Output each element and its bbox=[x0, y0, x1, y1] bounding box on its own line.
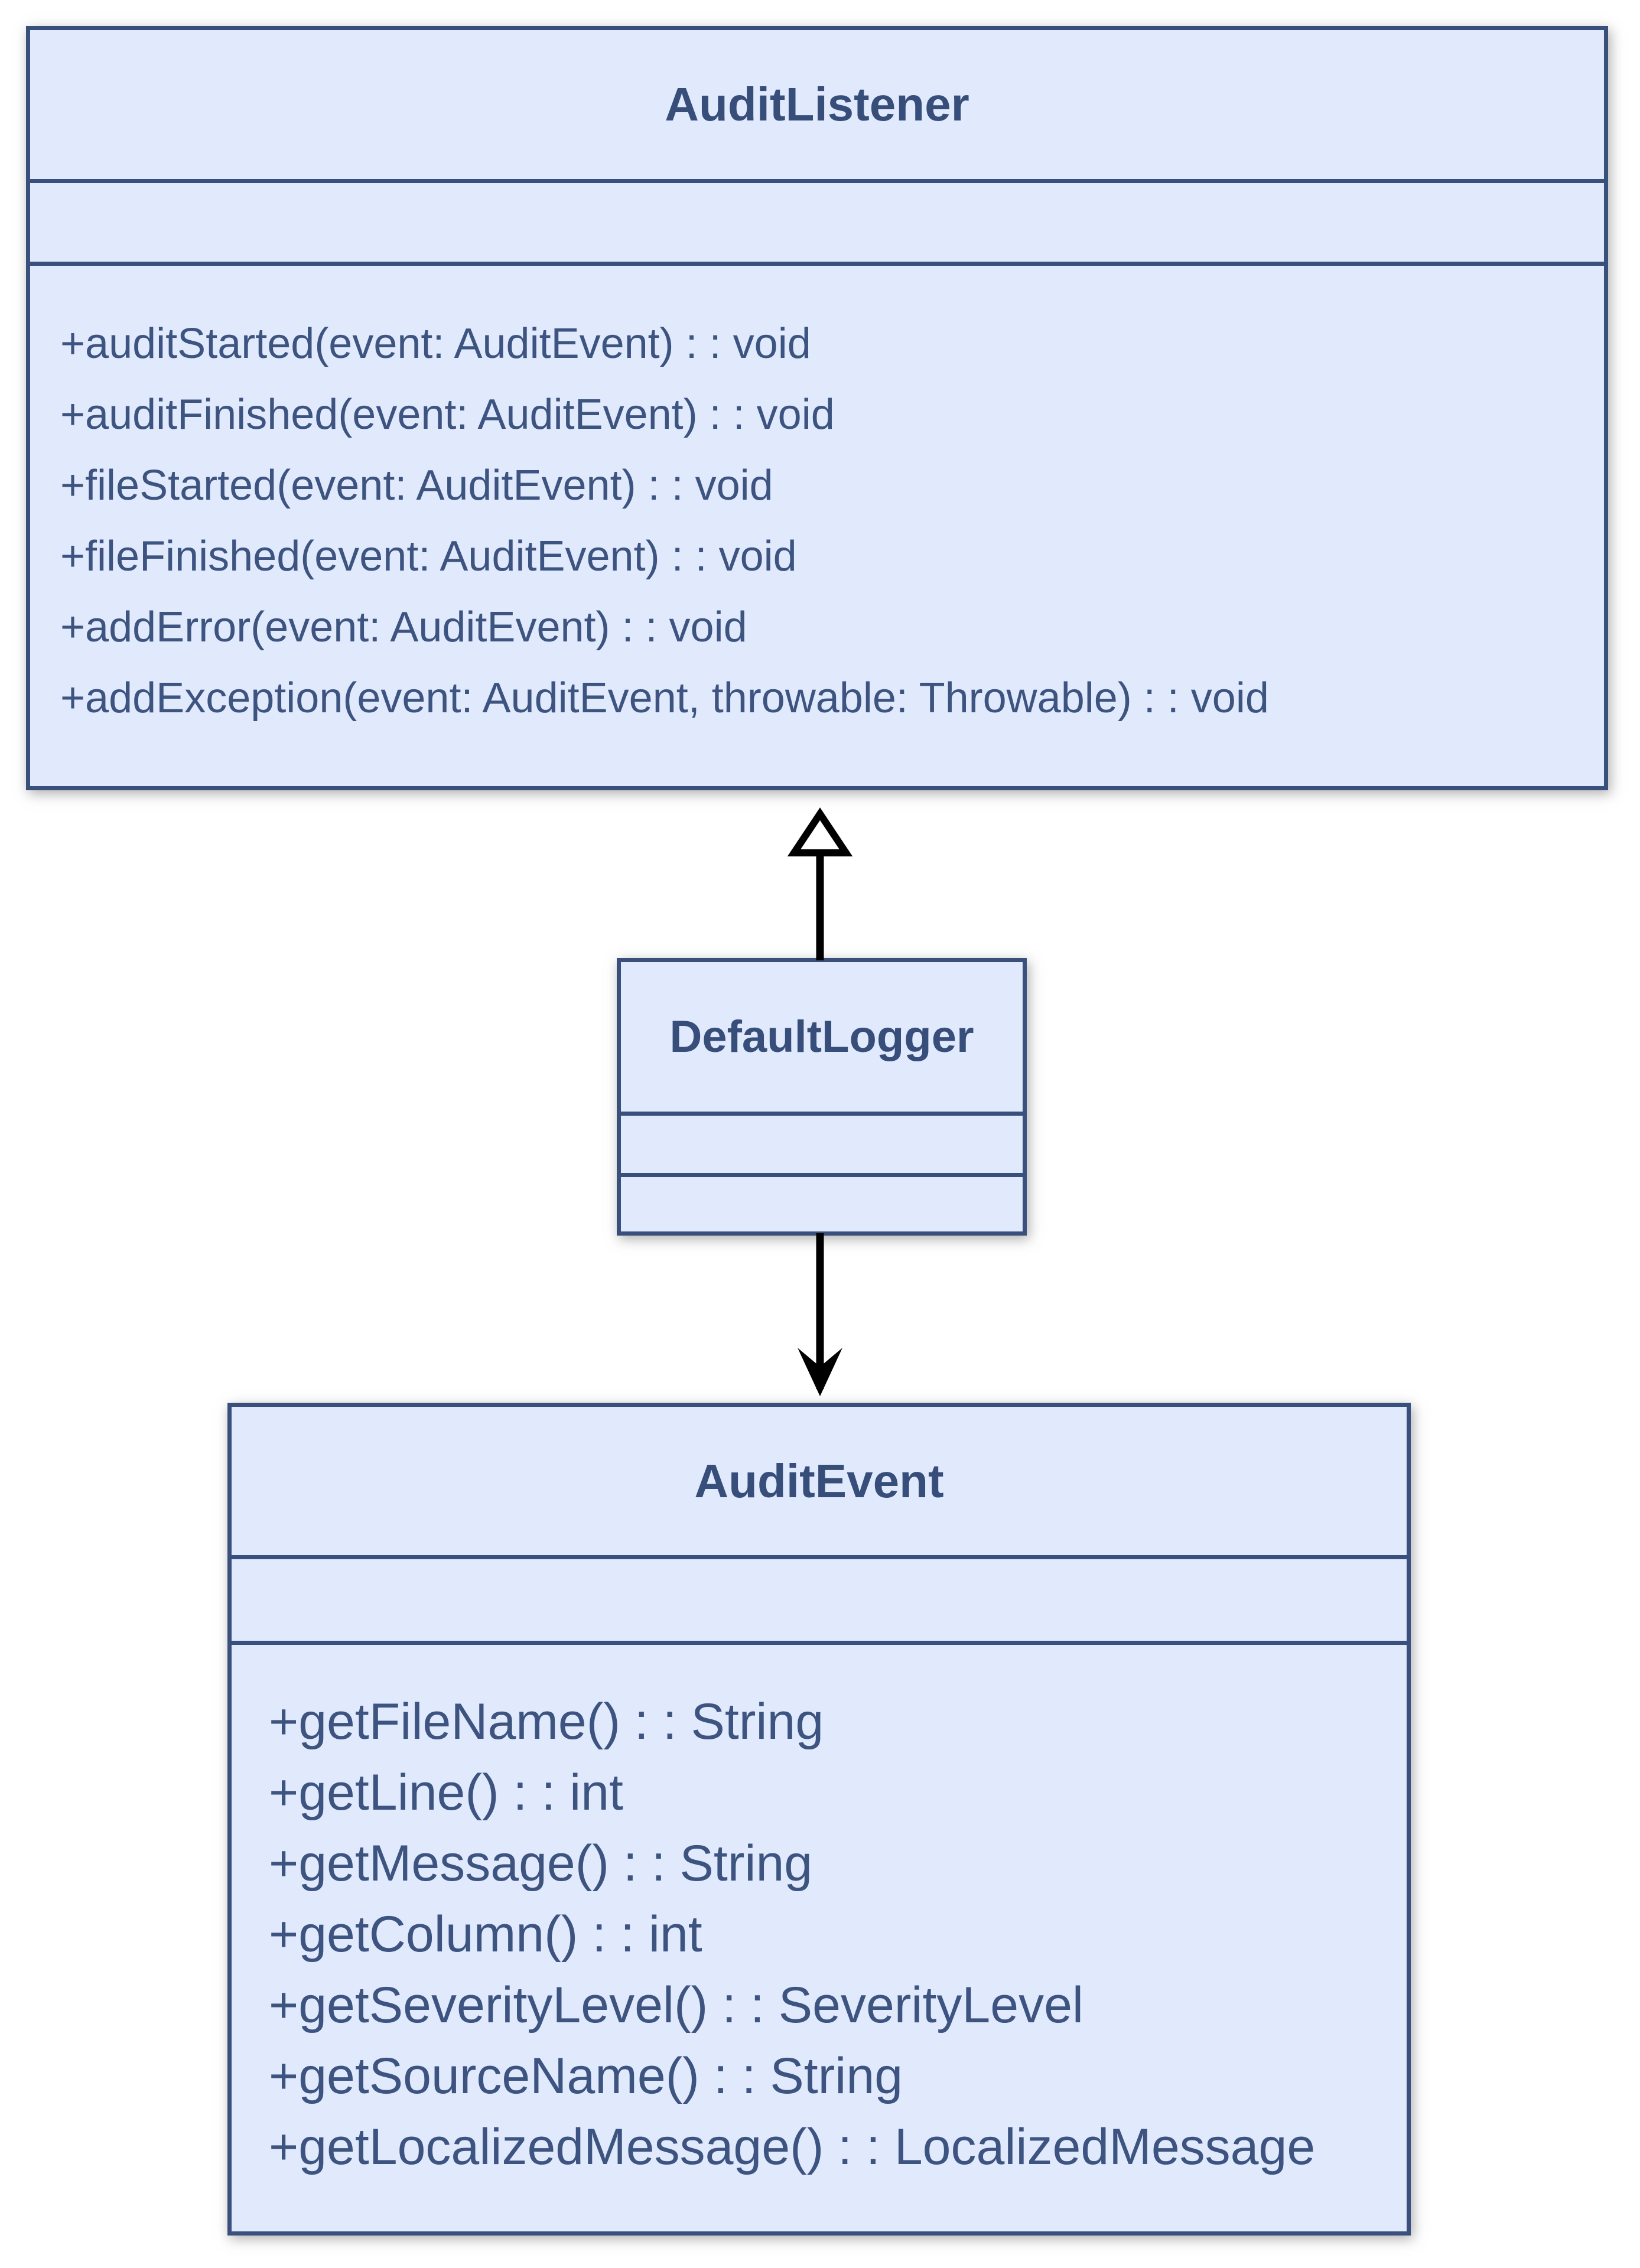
class-auditevent-title: AuditEvent bbox=[232, 1407, 1407, 1559]
method: +auditStarted(event: AuditEvent) : : voi… bbox=[60, 320, 811, 367]
class-auditlistener: AuditListener +auditStarted(event: Audit… bbox=[26, 26, 1608, 790]
class-auditevent-methods: +getFileName() : : String +getLine() : :… bbox=[232, 1645, 1407, 2231]
method: +addError(event: AuditEvent) : : void bbox=[60, 604, 747, 651]
class-defaultlogger-methods bbox=[621, 1177, 1023, 1231]
method: +fileStarted(event: AuditEvent) : : void bbox=[60, 462, 773, 509]
method: +getMessage() : : String bbox=[269, 1835, 813, 1892]
realization-arrow bbox=[787, 807, 853, 960]
method: +getFileName() : : String bbox=[269, 1693, 824, 1750]
method: +auditFinished(event: AuditEvent) : : vo… bbox=[60, 391, 835, 438]
association-arrow bbox=[798, 1233, 842, 1396]
hollow-triangle-arrowhead-icon bbox=[787, 807, 853, 856]
method: +getLocalizedMessage() : : LocalizedMess… bbox=[269, 2119, 1316, 2175]
class-auditevent-attributes bbox=[232, 1559, 1407, 1645]
class-auditlistener-methods: +auditStarted(event: AuditEvent) : : voi… bbox=[30, 266, 1604, 786]
method: +getSourceName() : : String bbox=[269, 2048, 903, 2104]
method: +getSeverityLevel() : : SeverityLevel bbox=[269, 1977, 1084, 2034]
method: +fileFinished(event: AuditEvent) : : voi… bbox=[60, 533, 797, 580]
class-auditlistener-attributes bbox=[30, 183, 1604, 266]
method: +getLine() : : int bbox=[269, 1764, 623, 1821]
class-auditevent: AuditEvent +getFileName() : : String +ge… bbox=[227, 1403, 1411, 2236]
open-v-arrowhead-icon bbox=[798, 1348, 842, 1396]
method: +addException(event: AuditEvent, throwab… bbox=[60, 674, 1269, 722]
class-auditlistener-title: AuditListener bbox=[30, 30, 1604, 183]
method: +getColumn() : : int bbox=[269, 1906, 702, 1963]
class-defaultlogger: DefaultLogger bbox=[617, 958, 1027, 1236]
class-defaultlogger-attributes bbox=[621, 1116, 1023, 1177]
class-defaultlogger-title: DefaultLogger bbox=[621, 962, 1023, 1116]
